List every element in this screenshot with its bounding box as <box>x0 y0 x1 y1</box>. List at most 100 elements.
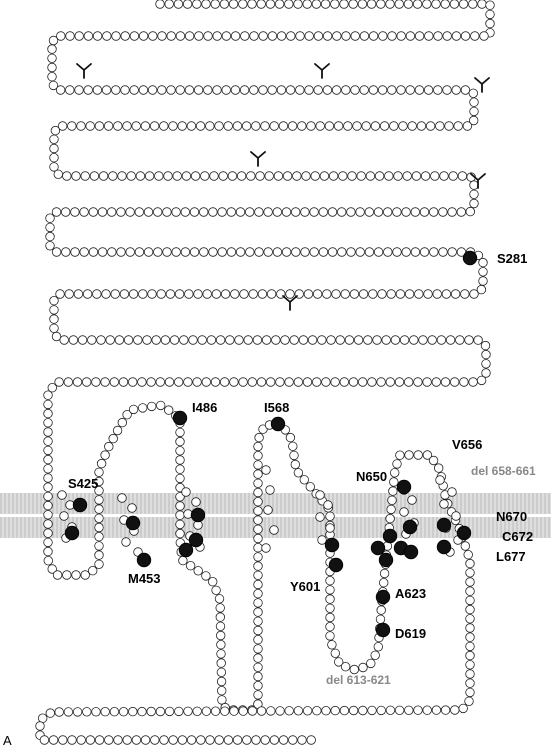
residue-circle <box>164 377 175 387</box>
residue-circle <box>144 171 155 181</box>
residue-circle <box>163 405 174 415</box>
mutation-marker <box>370 540 386 556</box>
residue-circle <box>59 335 69 345</box>
residue-circle <box>217 207 227 217</box>
residue-circle <box>43 491 53 502</box>
residue-circle <box>51 331 62 342</box>
residue-circle <box>334 657 344 667</box>
residue-circle <box>477 0 487 9</box>
residue-circle <box>440 377 451 387</box>
residue-circle <box>350 31 360 41</box>
residue-circle <box>271 335 281 345</box>
residue-circle <box>385 377 396 387</box>
residue-circle <box>106 207 117 217</box>
residue-circle <box>197 335 207 345</box>
residue-circle <box>91 707 101 717</box>
mutation-marker <box>72 497 88 513</box>
residue-circle <box>346 207 356 217</box>
residue-circle <box>153 247 163 257</box>
residue-circle <box>419 207 430 217</box>
residue-circle <box>223 121 233 131</box>
residue-circle <box>148 31 158 41</box>
residue-circle <box>92 289 102 299</box>
residue-circle <box>238 0 248 9</box>
residue-circle <box>100 707 110 717</box>
residue-circle <box>253 561 263 571</box>
mutation-marker <box>462 250 478 266</box>
residue-circle <box>251 121 261 131</box>
residue-circle <box>450 289 461 299</box>
residue-circle <box>478 267 488 277</box>
residue-circle <box>100 450 110 460</box>
label-y601: Y601 <box>290 579 320 594</box>
mutation-marker <box>378 552 394 568</box>
residue-circle <box>116 247 126 257</box>
residue-circle <box>407 495 417 505</box>
residue-circle <box>457 171 468 181</box>
residue-circle <box>377 289 387 299</box>
residue-circle <box>112 425 123 436</box>
residue-circle <box>460 289 470 299</box>
residue-circle <box>165 289 176 299</box>
residue-circle <box>54 377 64 387</box>
mutation-markers <box>64 250 478 638</box>
residue-circle <box>201 0 211 9</box>
mutation-marker <box>328 557 344 573</box>
residue-circle <box>57 490 67 500</box>
residue-circle <box>368 289 378 299</box>
residue-circle <box>317 335 327 345</box>
residue-circle <box>325 594 335 604</box>
residue-circle <box>210 377 221 387</box>
residue-circle <box>405 31 416 41</box>
residue-circle <box>49 143 59 154</box>
residue-circle <box>226 247 237 257</box>
residue-circle <box>73 289 84 299</box>
mutation-marker <box>375 622 391 638</box>
residue-circle <box>253 681 263 691</box>
residue-circle <box>423 289 433 299</box>
residue-circle <box>401 207 411 217</box>
residue-circle <box>261 335 272 345</box>
residue-circle <box>473 335 483 345</box>
residue-circle <box>76 735 86 745</box>
residue-circle <box>249 31 259 41</box>
residue-circle <box>366 0 377 9</box>
residue-circle <box>218 171 228 181</box>
residue-circle <box>87 566 98 576</box>
residue-circle <box>120 85 130 95</box>
residue-circle <box>157 31 167 41</box>
residue-circle <box>111 31 121 41</box>
residue-circle <box>207 577 218 587</box>
residue-circle <box>58 735 68 745</box>
residue-circle <box>108 433 118 444</box>
residue-circle <box>175 436 185 447</box>
residue-circle <box>85 121 95 131</box>
residue-circle <box>404 450 414 460</box>
residue-circle <box>94 559 104 570</box>
residue-circle <box>387 495 397 506</box>
residue-circle <box>420 171 431 181</box>
residue-circle <box>253 451 263 461</box>
residue-circle <box>175 528 185 539</box>
residue-circle <box>217 695 227 705</box>
residue-circle <box>451 85 461 95</box>
mutation-marker <box>375 589 391 605</box>
label-l677: L677 <box>496 549 526 564</box>
residue-circle <box>325 576 335 586</box>
residue-circle <box>70 207 80 217</box>
residue-circle <box>346 247 356 257</box>
residue-circle <box>253 635 263 645</box>
residue-circle <box>258 85 268 95</box>
residue-circle <box>47 62 57 73</box>
residue-circle <box>45 241 55 251</box>
residue-circle <box>174 289 185 299</box>
residue-circle <box>325 631 335 641</box>
residue-circle <box>413 450 423 460</box>
residue-circle <box>232 121 243 131</box>
residue-circle <box>121 537 131 547</box>
residue-circle <box>104 735 114 745</box>
residue-circle <box>48 35 59 46</box>
residue-circle <box>469 289 479 299</box>
residue-circle <box>114 335 125 345</box>
residue-circle <box>255 171 265 181</box>
